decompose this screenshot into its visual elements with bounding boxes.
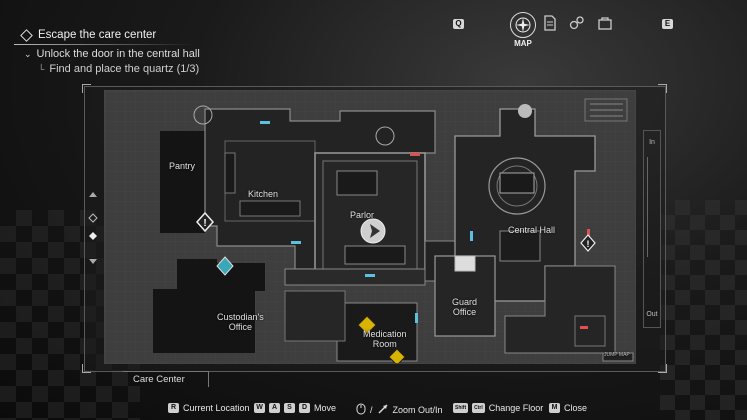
key-ctrl: Ctrl xyxy=(472,403,485,413)
tab-map[interactable] xyxy=(510,12,536,38)
key-w: W xyxy=(254,403,265,413)
custodians-office-room xyxy=(153,259,265,353)
key-a: A xyxy=(269,403,280,413)
room-label-parlor: Parlor xyxy=(350,210,375,220)
room-label-custodians-line2: Office xyxy=(228,322,253,332)
map-compass-icon xyxy=(515,17,531,33)
control-zoom-label: Zoom Out/In xyxy=(392,405,443,415)
floor-map-drawing: ! ! xyxy=(105,91,635,363)
items-icon xyxy=(569,16,584,30)
tree-branch-icon: └ xyxy=(38,64,45,74)
background-checkered-floor-right xyxy=(660,200,747,420)
room-label-custodians-office: Custodian's Office xyxy=(217,312,264,332)
room-label-medication-room: Medication Room xyxy=(363,329,407,349)
pantry-room xyxy=(160,131,205,233)
zoom-in-label: In xyxy=(649,139,655,146)
room-label-guard-office: Guard Office xyxy=(452,297,477,317)
control-close-label: Close xyxy=(564,403,588,413)
control-zoom[interactable]: / Zoom Out/In xyxy=(356,403,443,417)
frame-corner xyxy=(82,364,91,373)
chevron-down-icon: ⌄ xyxy=(24,49,32,59)
tab-next-key[interactable]: E xyxy=(662,19,673,29)
key-r: R xyxy=(168,403,179,413)
tab-files[interactable] xyxy=(541,14,559,32)
control-current-location-label: Current Location xyxy=(183,403,250,413)
key-m: M xyxy=(549,403,560,413)
tab-items[interactable] xyxy=(568,14,586,32)
frame-corner xyxy=(658,84,667,93)
key-shift: Shift xyxy=(453,403,469,413)
objective-sub1: ⌄ Unlock the door in the central hall xyxy=(24,47,200,62)
control-change-floor-label: Change Floor xyxy=(488,403,544,413)
control-change-floor[interactable]: Shift Ctrl Change Floor xyxy=(453,403,543,413)
slash-separator: / xyxy=(370,405,373,415)
control-move-label: Move xyxy=(314,403,337,413)
svg-text:!: ! xyxy=(203,218,206,229)
control-move[interactable]: W A S D Move xyxy=(254,403,336,413)
objective-main: Escape the care center xyxy=(20,28,200,43)
tab-inventory[interactable] xyxy=(596,14,614,32)
room-label-medication-line1: Medication xyxy=(363,329,407,339)
inventory-icon xyxy=(598,17,612,30)
room-label-guard-line1: Guard xyxy=(452,297,478,307)
room-label-kitchen: Kitchen xyxy=(248,189,279,199)
objectives-panel: Escape the care center ⌄ Unlock the door… xyxy=(20,28,200,77)
area-name: Care Center xyxy=(123,371,209,387)
objective-sub2-text: Find and place the quartz (1/3) xyxy=(49,63,200,75)
control-current-location[interactable]: R Current Location xyxy=(168,403,250,413)
floor-map[interactable]: ! ! Pantry Kitchen Parlor Central Hall C… xyxy=(104,90,636,364)
objective-divider xyxy=(14,44,194,45)
room-label-medication-line2: Room xyxy=(372,339,397,349)
room-label-central-hall: Central Hall xyxy=(508,225,556,235)
mouse-drag-icon xyxy=(377,403,389,417)
minimap-tag: JUMP MAP xyxy=(604,352,630,358)
svg-text:!: ! xyxy=(587,239,590,249)
frame-corner xyxy=(658,364,667,373)
objective-main-text: Escape the care center xyxy=(38,29,157,41)
zoom-out-label: Out xyxy=(646,311,658,318)
tab-prev-key[interactable]: Q xyxy=(453,19,464,29)
room-label-guard-line2: Office xyxy=(452,307,477,317)
frame-corner xyxy=(82,84,91,93)
mouse-wheel-icon xyxy=(356,403,366,417)
key-s: S xyxy=(284,403,295,413)
control-close[interactable]: M Close xyxy=(549,403,587,413)
objective-sub2: └ Find and place the quartz (1/3) xyxy=(38,62,200,77)
room-label-pantry: Pantry xyxy=(169,161,196,171)
floor-selector[interactable] xyxy=(86,190,100,268)
objective-diamond-icon xyxy=(20,29,33,42)
objective-sub1-text: Unlock the door in the central hall xyxy=(36,48,200,60)
zoom-scale[interactable]: In Out xyxy=(643,130,661,328)
file-icon xyxy=(544,15,556,31)
medication-room xyxy=(336,302,418,362)
key-d: D xyxy=(299,403,310,413)
tab-map-label: MAP xyxy=(514,39,532,48)
room-label-custodians-line1: Custodian's xyxy=(217,312,264,322)
